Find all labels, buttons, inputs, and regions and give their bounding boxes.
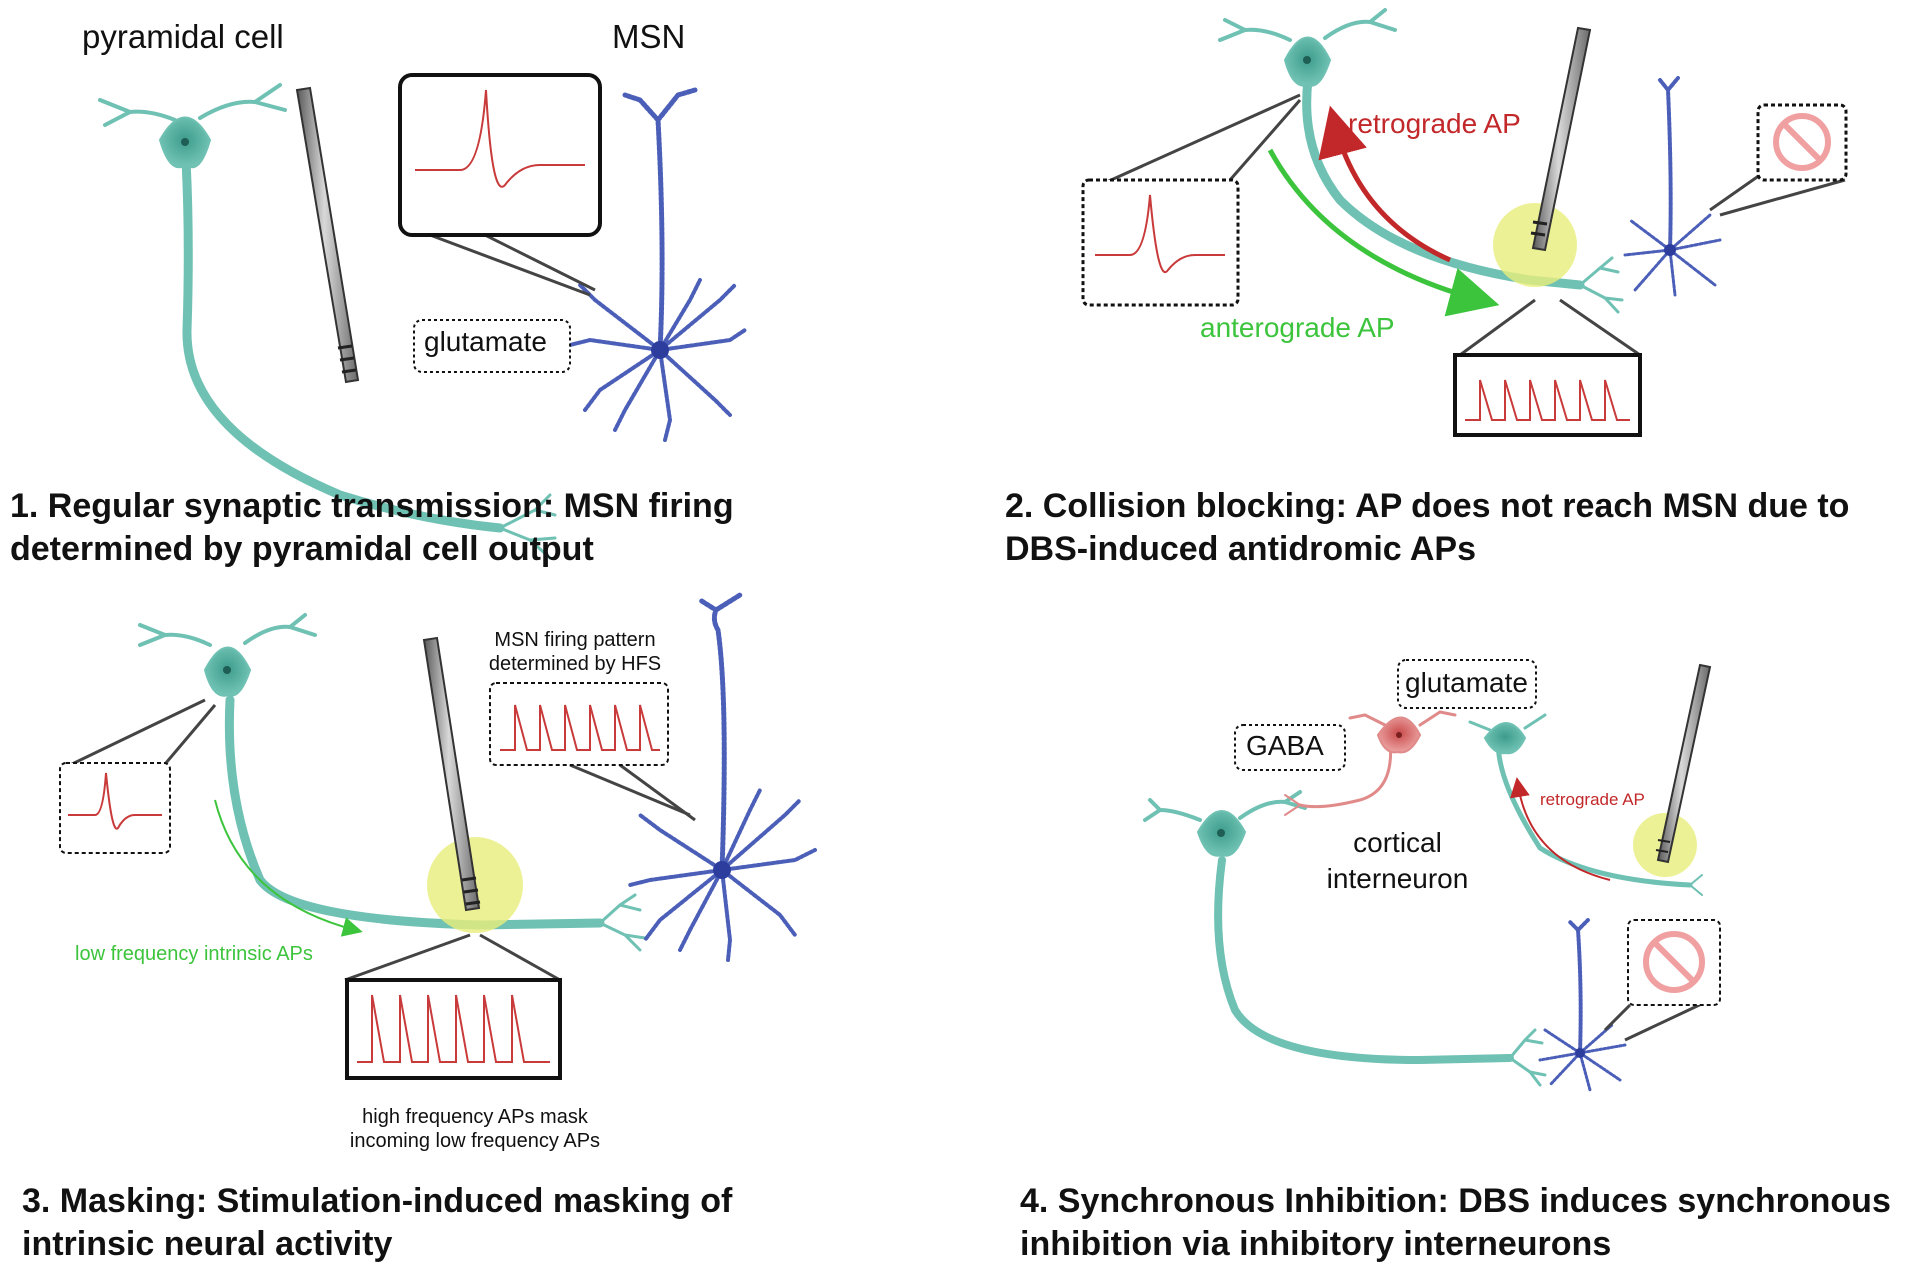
blocked-icon (1756, 103, 1848, 182)
panel-3-heading: 3. Masking: Stimulation-induced masking … (22, 1182, 733, 1263)
panel-1-illustration (98, 73, 747, 560)
zoom-leader (429, 228, 596, 297)
retrograde-arrow-4 (1510, 777, 1611, 881)
interneuron (1284, 710, 1457, 816)
panel-4-illustration (1143, 659, 1721, 1092)
action-potential-inset-3 (59, 762, 171, 854)
anterograde-label: anterograde AP (1200, 312, 1395, 343)
gaba-label: GABA (1246, 730, 1324, 761)
blocked-icon-4 (1627, 919, 1721, 1006)
msn-neuron-3 (628, 592, 817, 962)
panel-2-heading: 2. Collision blocking: AP does not reach… (1005, 487, 1850, 568)
action-potential-inset-2 (1081, 178, 1240, 307)
spike-train-inset (1453, 353, 1642, 437)
spike-train-inset-3 (345, 978, 562, 1080)
msn-firing-pattern-label: MSN firing pattern determined by HFS (488, 629, 662, 675)
pyramidal-cell (98, 83, 557, 560)
anterograde-arrow (1267, 148, 1500, 317)
dbs-electrode-2 (1530, 26, 1592, 252)
msn-neuron (568, 87, 747, 442)
panel-1-heading: 1. Regular synaptic transmission: MSN fi… (10, 487, 734, 568)
action-potential-inset (398, 73, 602, 237)
panel-2-illustration (1081, 8, 1848, 437)
pyramidal-cell-label: pyramidal cell (82, 18, 284, 55)
pyramidal-cell-4b (1468, 713, 1703, 896)
dbs-electrode (295, 86, 360, 384)
retrograde-arrow (1318, 105, 1452, 263)
retrograde-label-4: retrograde AP (1540, 790, 1645, 809)
high-frequency-label: high frequency APs mask incoming low fre… (349, 1106, 601, 1152)
panel-4-heading: 4. Synchronous Inhibition: DBS induces s… (1020, 1182, 1891, 1263)
glutamate-label-4: glutamate (1405, 667, 1528, 698)
panel-3-illustration (59, 592, 817, 1080)
dbs-electrode-4 (1655, 663, 1712, 864)
glutamate-box-4 (1397, 659, 1537, 709)
hfs-pattern-inset (489, 682, 669, 766)
zoom-leader-4 (1603, 998, 1711, 1042)
glutamate-label: glutamate (424, 326, 547, 357)
glutamate-box (413, 319, 571, 373)
pyramidal-cell-4 (1143, 790, 1547, 1087)
retrograde-label: retrograde AP (1348, 108, 1521, 139)
gaba-box (1234, 724, 1346, 771)
msn-neuron-2 (1623, 76, 1722, 297)
zoom-leader-2 (1099, 93, 1846, 357)
dbs-electrode-3 (422, 636, 481, 912)
low-frequency-label: low frequency intrinsic APs (75, 943, 313, 965)
msn-neuron-4 (1538, 918, 1627, 1092)
low-frequency-arrow (214, 799, 363, 937)
msn-label: MSN (612, 18, 686, 55)
cortical-interneuron-label: cortical interneuron (1326, 827, 1469, 894)
zoom-leader-3 (69, 698, 696, 982)
